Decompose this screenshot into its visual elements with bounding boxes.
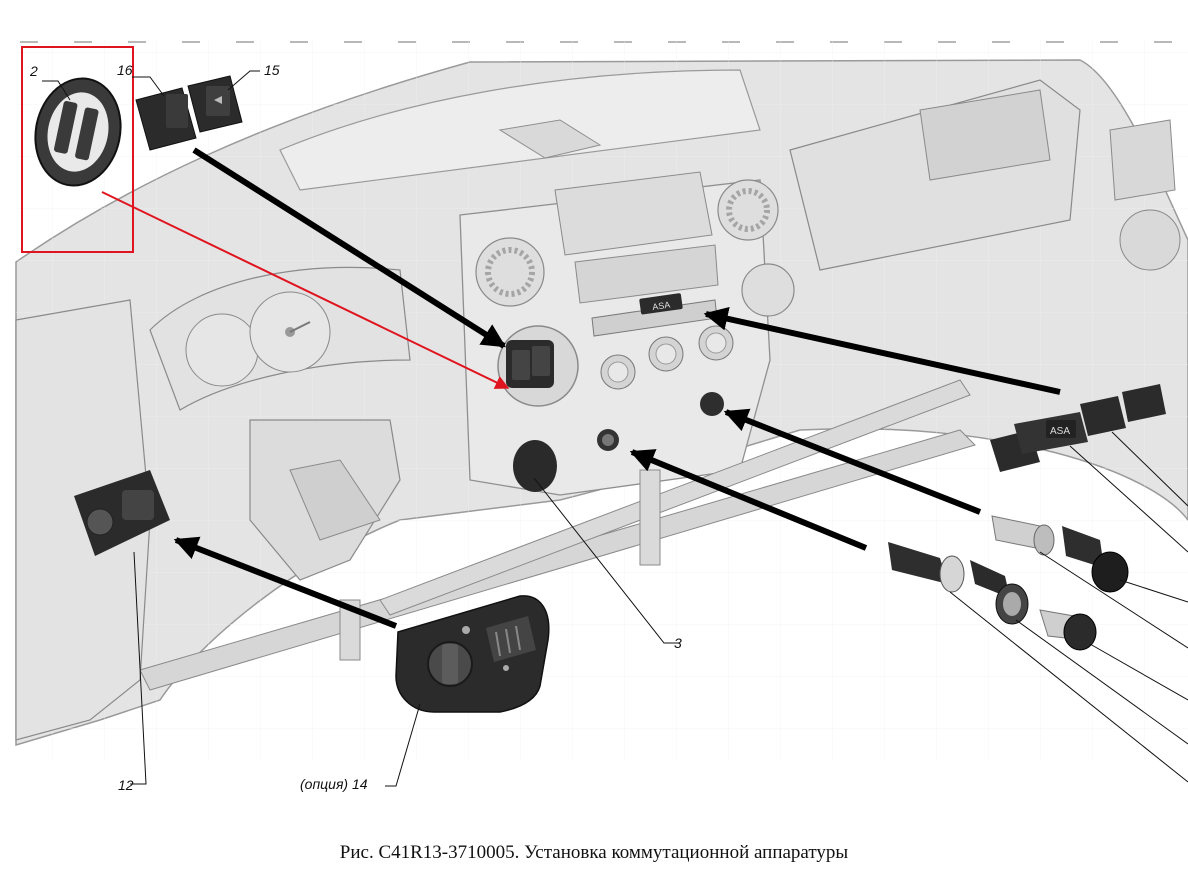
figure-caption: Рис. С41R13-3710005. Установка коммутаци… [339,842,849,863]
hazard-switch-label-dash: ASA [652,300,671,312]
callout-3: 3 [674,635,682,651]
callout-leaders [42,70,1188,787]
callout-14-option: (опция) 14 [300,776,368,792]
dashboard-panel: ASA [15,40,1188,760]
leader-arrows [173,147,1061,629]
red-arrow [101,191,510,389]
callout-12: 12 [118,777,134,793]
highlight-frame [21,46,134,253]
bezel-ring-part-2 [34,77,122,187]
switch-row-exploded: ASA [990,384,1166,472]
callout-16: 16 [117,62,133,78]
socket-parts [888,515,1129,651]
light-switch-unit-part-14 [395,595,550,713]
hazard-switch-label: ASA [1050,426,1070,437]
callout-2: 2 [30,63,38,79]
callout-15: 15 [264,62,280,78]
rocker-switch-part-16 [135,87,197,151]
